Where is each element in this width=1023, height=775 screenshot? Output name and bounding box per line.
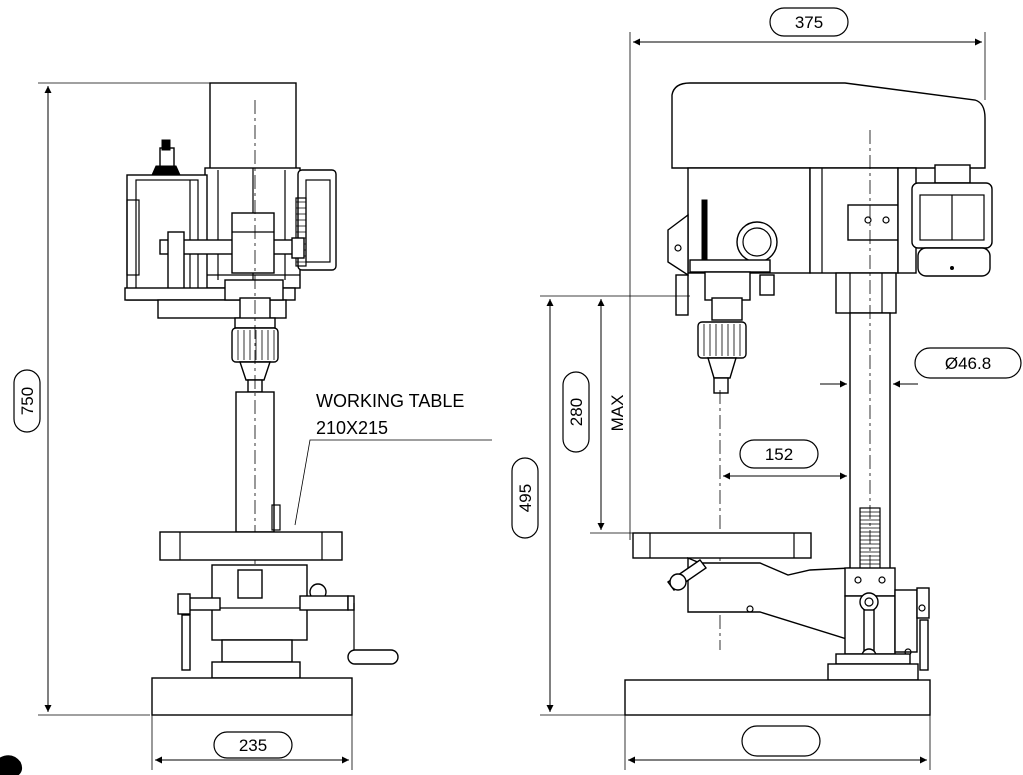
spindle-travel-note: MAX xyxy=(608,395,627,432)
front-view: 750 xyxy=(13,82,492,770)
corner-mark xyxy=(0,755,23,775)
base-depth-label-box xyxy=(741,725,821,757)
working-table-side xyxy=(632,532,812,559)
base-side xyxy=(624,679,931,716)
drill-chuck-side xyxy=(697,321,747,394)
column-collar xyxy=(835,272,897,314)
belt-cover xyxy=(671,82,986,169)
feed-handle xyxy=(159,212,305,313)
motor-side xyxy=(897,164,993,277)
spindle-base-label-box xyxy=(511,457,539,539)
overall-depth-label: 375 xyxy=(795,13,823,32)
working-table-note: WORKING TABLE xyxy=(316,391,464,411)
working-table-size-note: 210X215 xyxy=(316,418,388,438)
column-diameter-label: Ø46.8 xyxy=(945,354,991,373)
depth-label-box xyxy=(769,7,849,37)
height-dim-label-box xyxy=(13,369,41,433)
base-front xyxy=(151,677,353,716)
toggle-switch xyxy=(151,139,181,176)
table-bracket-front xyxy=(177,564,399,679)
column-clamp xyxy=(827,567,930,681)
spindle-travel-label: 280 xyxy=(567,398,586,426)
side-view: 375 xyxy=(511,7,1022,770)
throat-depth-label: 152 xyxy=(765,445,793,464)
base-width-front-label: 235 xyxy=(239,736,267,755)
table-note-leader xyxy=(294,439,492,526)
overall-height-label: 750 xyxy=(18,387,37,415)
table-arm xyxy=(687,556,851,641)
column-diameter-label-box xyxy=(914,347,1022,379)
base-width-label-box xyxy=(213,731,293,759)
throat-label-box xyxy=(739,439,819,469)
travel-label-box xyxy=(562,371,590,453)
motor-housing-top xyxy=(209,82,297,174)
working-table-front xyxy=(159,531,343,561)
spindle-to-base-label: 495 xyxy=(516,484,535,512)
